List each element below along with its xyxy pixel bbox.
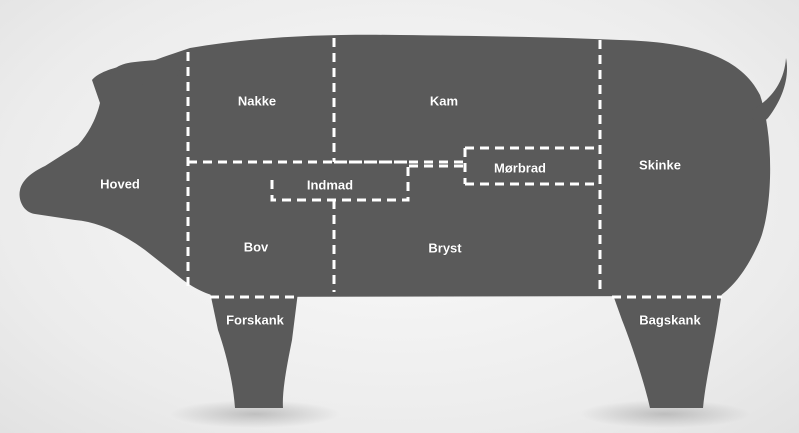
label-bov: Bov — [244, 240, 269, 255]
front-leg — [210, 292, 298, 408]
label-bryst: Bryst — [428, 241, 461, 256]
label-kam: Kam — [430, 94, 458, 109]
label-forskank: Forskank — [226, 313, 284, 328]
label-morbrad: Mørbrad — [494, 161, 546, 176]
label-hoved: Hoved — [100, 177, 140, 192]
label-bagskank: Bagskank — [639, 313, 700, 328]
hind-leg — [612, 292, 722, 408]
label-indmad: Indmad — [307, 178, 353, 193]
label-nakke: Nakke — [238, 94, 276, 109]
label-skinke: Skinke — [639, 158, 681, 173]
